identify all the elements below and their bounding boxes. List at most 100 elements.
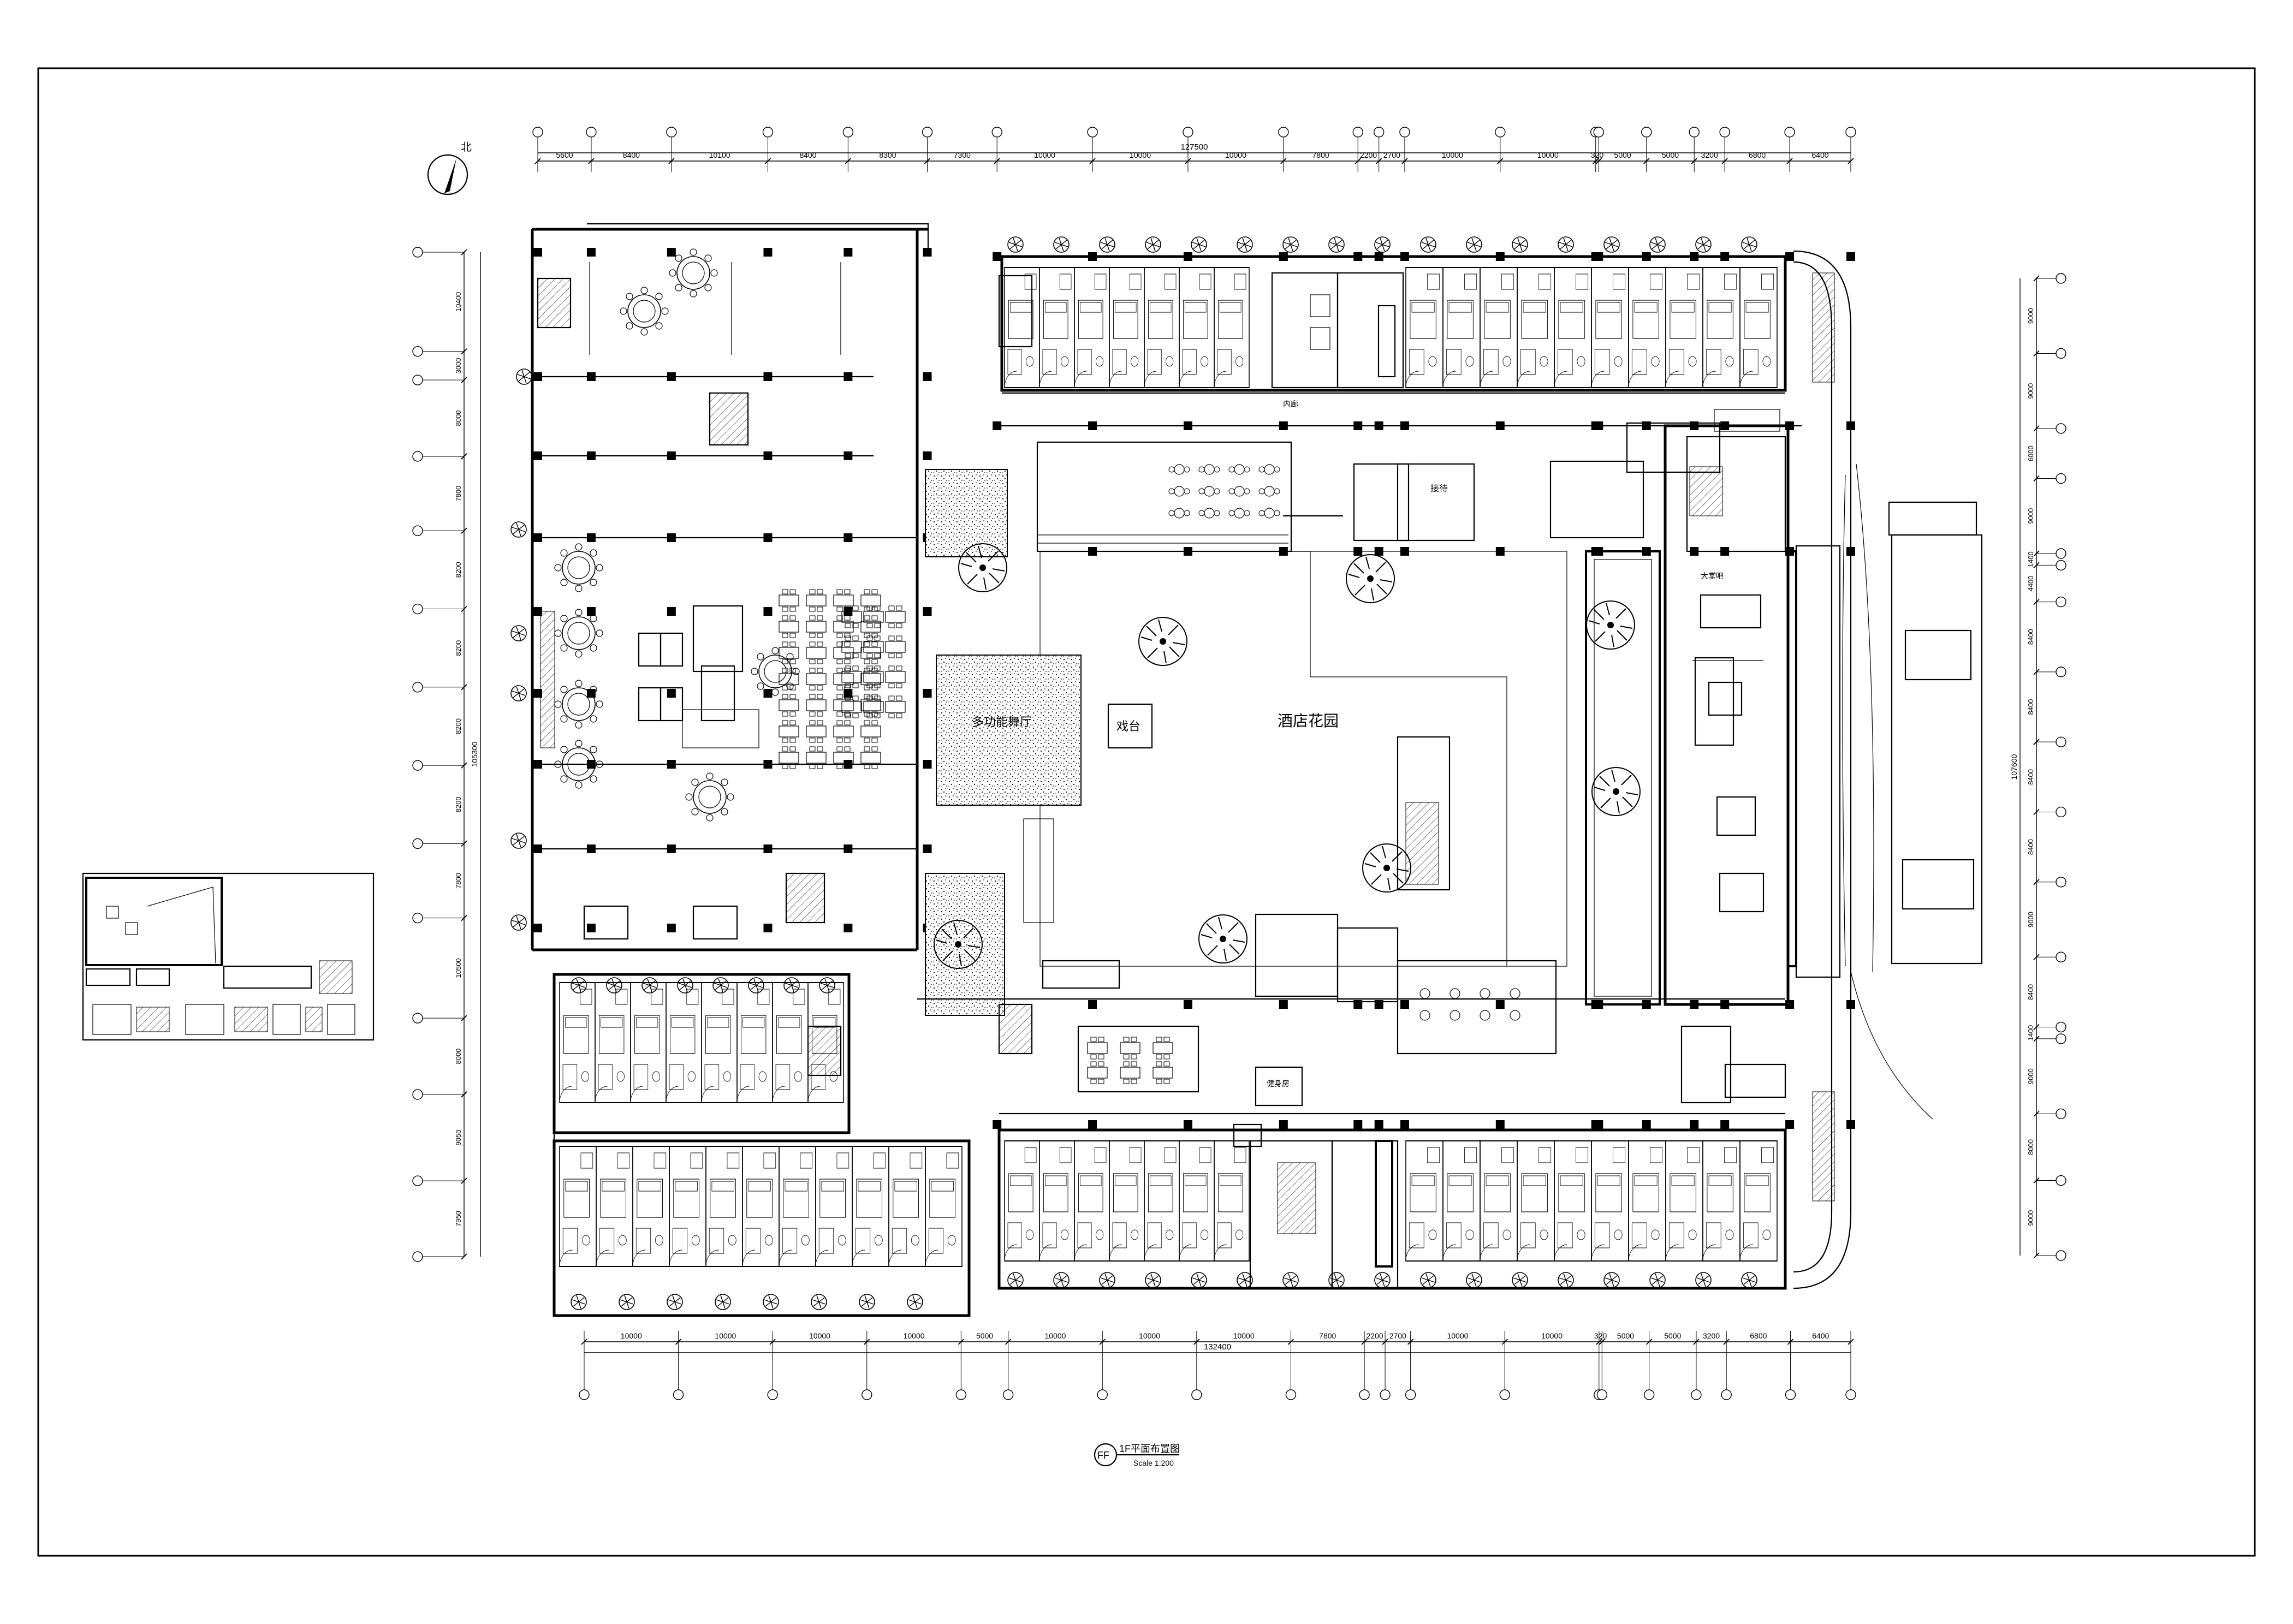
guest-room — [595, 982, 631, 1103]
title-marker: FF — [1097, 1450, 1109, 1461]
dining-set — [779, 641, 799, 664]
dimension-label: 10000 — [1044, 1331, 1066, 1340]
dining-set — [779, 746, 799, 769]
dimension-label: 9000 — [2027, 1210, 2035, 1226]
dining-set — [833, 720, 854, 743]
guest-room — [1480, 1140, 1518, 1262]
dimension-label: 9000 — [2027, 308, 2035, 324]
grid-bubble — [2056, 1175, 2066, 1186]
dimension-label: 5000 — [1664, 1331, 1681, 1340]
column — [667, 607, 676, 616]
guest-room — [596, 1146, 633, 1267]
guest-room — [742, 1146, 780, 1267]
column — [1183, 1000, 1192, 1009]
grid-bubble — [1689, 127, 1700, 138]
grid-bubble — [1641, 127, 1652, 138]
grid-bubble — [412, 760, 423, 771]
dimension-label: 8400 — [2027, 984, 2035, 1000]
column — [763, 689, 773, 698]
dimension-label: 5000 — [1614, 151, 1631, 159]
grid-bubble — [1719, 127, 1730, 138]
dimension-label: 7800 — [1319, 1331, 1336, 1340]
grid-bubble — [2056, 667, 2066, 677]
shrub — [1374, 236, 1391, 253]
dimension-label: 7300 — [954, 151, 971, 159]
grid-bubble — [412, 603, 423, 615]
grid-bubble — [767, 1389, 778, 1400]
dimension-label: 6800 — [1750, 1331, 1767, 1340]
column — [533, 924, 542, 932]
dimension-label: 9000 — [2027, 912, 2035, 927]
dimension-label: 10000 — [1537, 151, 1559, 159]
dimension-label: 7800 — [454, 486, 462, 502]
sheet-border — [37, 67, 2256, 1557]
shrub — [1328, 236, 1345, 253]
grid-bubble — [1002, 1389, 1014, 1400]
dimension-label: 10000 — [1139, 1331, 1160, 1340]
column — [1785, 252, 1795, 261]
central-amenity-row: 接待 — [999, 409, 1802, 552]
column — [1400, 1120, 1409, 1129]
guest-room — [669, 1146, 706, 1267]
guest-room — [1109, 267, 1145, 388]
dimension-label: 10000 — [904, 1331, 925, 1340]
guest-room — [1517, 267, 1555, 388]
grid-bubble — [862, 1389, 872, 1400]
title-name: 1F平面布置图 — [1119, 1443, 1180, 1454]
column — [1720, 1120, 1730, 1129]
dimension-label: 9050 — [454, 1130, 462, 1146]
guest-room — [630, 982, 667, 1103]
dimension-label: 5000 — [1617, 1331, 1634, 1340]
column — [993, 421, 1002, 430]
grid-bubble — [412, 912, 423, 924]
grid-bubble — [1691, 1389, 1702, 1400]
dimension-label: 7800 — [1312, 151, 1329, 159]
shrub — [1191, 236, 1207, 253]
grid-bubble — [2056, 273, 2066, 284]
dining-set — [779, 694, 799, 717]
grid-bubble — [991, 127, 1002, 138]
column — [1495, 1120, 1505, 1129]
column — [1374, 1120, 1383, 1129]
guest-room — [1591, 1140, 1629, 1262]
grid-bubble — [2056, 877, 2066, 888]
dining-set — [860, 720, 881, 743]
dimension-label: 8400 — [2027, 839, 2035, 855]
dimension-label: 4400 — [2027, 576, 2035, 592]
west-block — [510, 223, 929, 951]
grid-bubble — [673, 1389, 684, 1400]
guest-room — [815, 1146, 853, 1267]
hotel-garden: 多功能舞厅 戏台 酒店花园 — [925, 469, 1661, 1016]
north-guestroom-wing: 内廊 — [998, 236, 1787, 408]
column — [763, 607, 773, 616]
dimension-label: 9000 — [2027, 383, 2035, 399]
dimension-label: 8400 — [623, 151, 640, 159]
column — [586, 607, 596, 616]
multi-hall-label: 多功能舞厅 — [972, 715, 1032, 729]
guest-room — [1739, 267, 1778, 388]
column — [993, 1120, 1002, 1129]
dining-set — [860, 589, 881, 612]
column — [1353, 1120, 1363, 1129]
dimension-label: 3200 — [1701, 151, 1718, 159]
dimension-label: 320 — [1594, 1331, 1607, 1340]
grid-bubble — [412, 525, 423, 536]
dimension-label: 6400 — [1811, 151, 1828, 159]
dimension-label: 8400 — [2027, 699, 2035, 715]
dimension-label: 2200 — [1366, 1331, 1383, 1340]
guest-room — [1591, 267, 1629, 388]
grid-bubble — [1374, 127, 1385, 138]
north-label: 北 — [461, 141, 472, 153]
grid-bubble — [412, 838, 423, 849]
grid-bubble — [1845, 127, 1856, 138]
shrub — [1237, 236, 1253, 253]
shrub — [1420, 236, 1436, 253]
dimension-label: 2700 — [1389, 1331, 1406, 1340]
south-amenity-row: 健身房 — [917, 913, 1786, 1115]
dimension-label: 10100 — [709, 151, 730, 159]
shrub — [1466, 236, 1482, 253]
guest-room — [1179, 267, 1215, 388]
